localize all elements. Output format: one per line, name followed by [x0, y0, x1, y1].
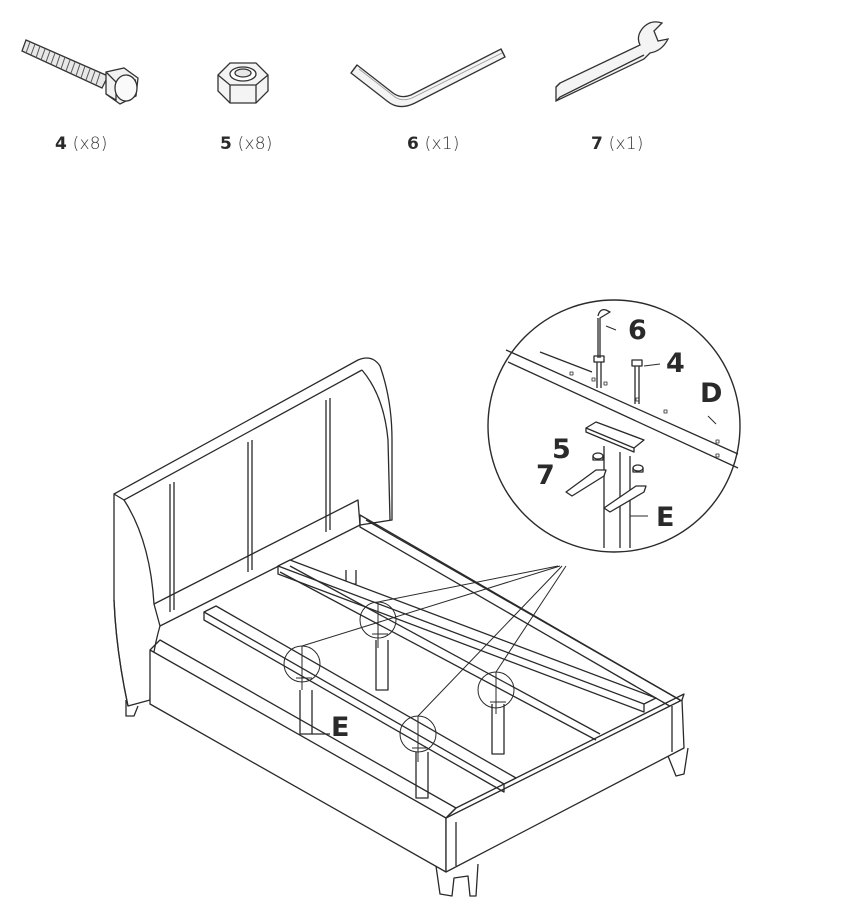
detail-circles	[283, 601, 515, 762]
part-bolt	[20, 18, 145, 113]
leader-lines	[301, 565, 567, 717]
callout-nut: 5	[552, 434, 571, 465]
bolt-icon	[21, 39, 139, 105]
footboard	[445, 693, 685, 873]
callout-bolt: 4	[666, 348, 685, 379]
bed-frame-drawing	[113, 299, 741, 897]
part-allen-key	[345, 35, 515, 110]
callout-leg-e: E	[331, 712, 350, 743]
wrench-icon	[555, 21, 670, 103]
center-rail-back	[277, 559, 657, 713]
side-rail-left	[149, 639, 457, 873]
part-wrench	[550, 15, 675, 110]
center-rail-front	[203, 605, 517, 793]
support-legs	[299, 640, 505, 799]
part-label-allen-key: 6 (x1)	[407, 134, 460, 154]
nut-icon	[217, 62, 269, 104]
assembly-diagram: E 6 4 D 5 7 E	[0, 290, 843, 912]
parts-list: 4 (x8) 5 (x8) 6 (x1)	[0, 0, 843, 170]
callout-wrench: 7	[536, 460, 555, 491]
callout-rail-d: D	[700, 378, 723, 409]
callout-leg-e-detail: E	[656, 502, 675, 533]
part-label-nut: 5 (x8)	[220, 134, 273, 154]
callout-allen-key: 6	[628, 315, 647, 346]
part-label-wrench: 7 (x1)	[591, 134, 644, 154]
center-rail-middle	[279, 565, 601, 741]
part-nut	[210, 55, 276, 113]
allen-key-icon	[350, 48, 506, 108]
headboard	[113, 357, 393, 717]
part-label-bolt: 4 (x8)	[55, 134, 108, 154]
detail-zoom	[487, 299, 741, 553]
